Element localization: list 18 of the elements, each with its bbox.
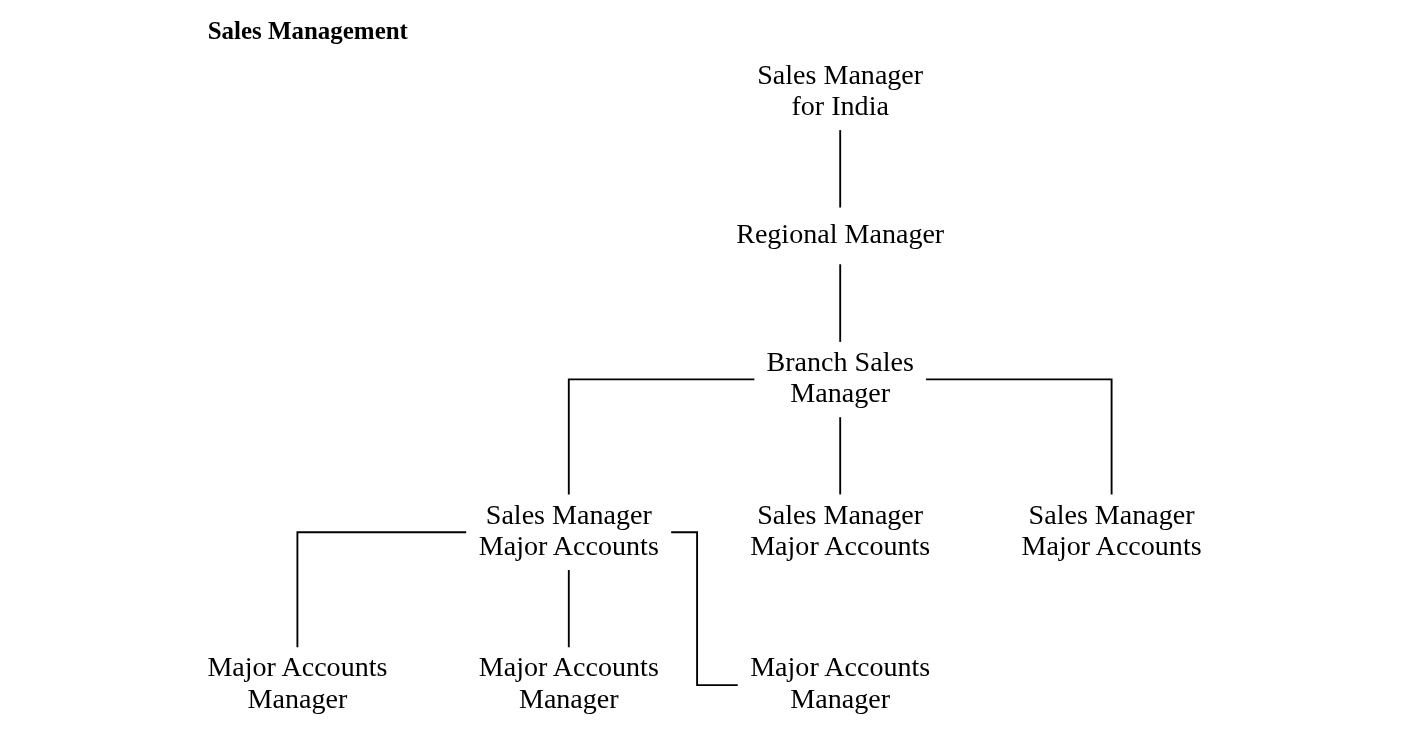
connector <box>839 263 842 343</box>
node-text: Major Accounts Manager <box>750 651 931 714</box>
node-text: Sales Manager Major Accounts <box>478 498 659 561</box>
node-text: Major Accounts Manager <box>207 651 388 714</box>
node-text: Branch Sales Manager <box>766 345 914 408</box>
connector <box>925 378 1113 496</box>
connector <box>839 416 842 496</box>
connector <box>839 129 842 209</box>
node-text: Regional Manager <box>736 217 945 249</box>
connector <box>296 531 468 649</box>
node-text: Major Accounts Manager <box>478 651 659 714</box>
connector <box>567 378 756 496</box>
connector <box>670 531 739 687</box>
node-text: Sales Manager Major Accounts <box>750 498 931 561</box>
node-text: Sales Manager for India <box>757 58 924 121</box>
connector <box>567 569 570 649</box>
diagram-title: Sales Management <box>207 17 408 45</box>
node-text: Sales Manager Major Accounts <box>1021 498 1202 561</box>
